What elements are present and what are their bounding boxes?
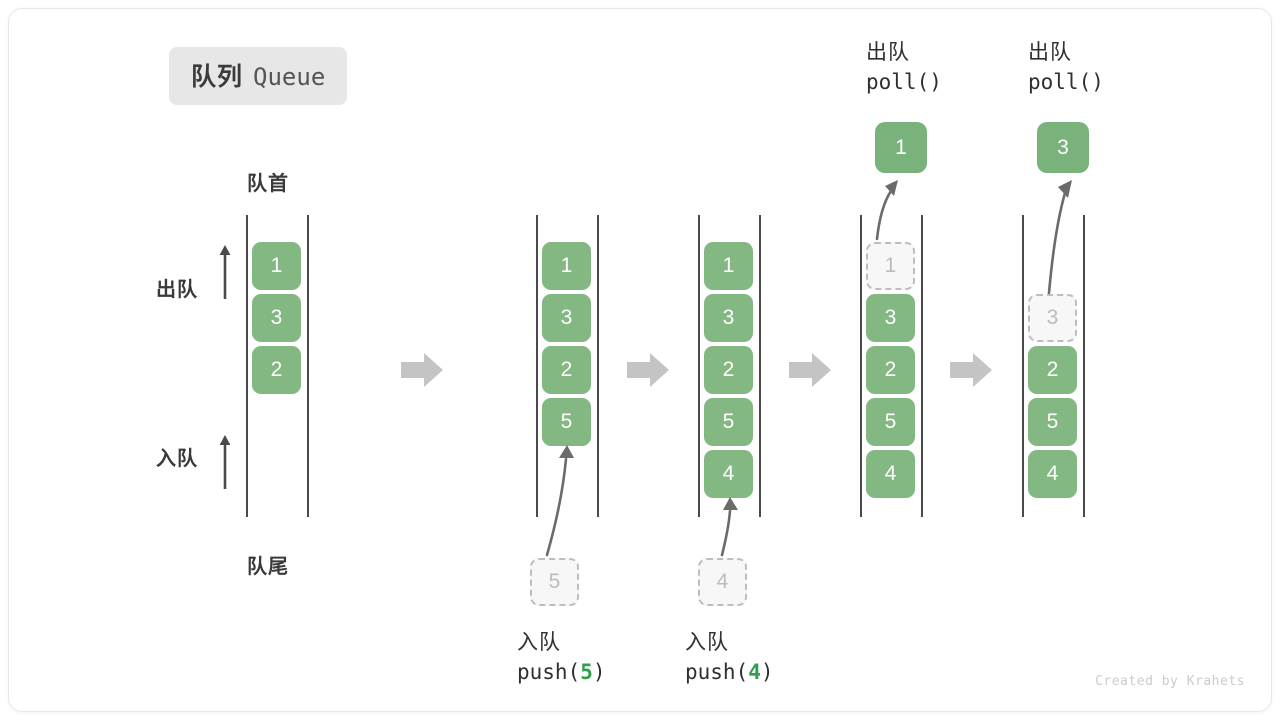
- diagram-card: 队列 Queue 队首 队尾 出队 入队 1 3 2 1 3 2 5 5 入队 …: [8, 8, 1272, 712]
- queue-item-new: 4: [704, 450, 753, 498]
- queue-item: 1: [542, 242, 591, 290]
- queue-item: 5: [704, 398, 753, 446]
- queue-item: 2: [252, 346, 301, 394]
- flow-arrow-icon: [789, 353, 831, 387]
- flow-arrow-icon: [401, 353, 443, 387]
- queue-item: 3: [866, 294, 915, 342]
- incoming-element-ghost: 4: [698, 558, 747, 606]
- operation-name-cn: 出队: [866, 41, 910, 64]
- queue-item: 2: [866, 346, 915, 394]
- diagram-title-badge: 队列 Queue: [169, 47, 348, 105]
- operation-name-cn: 入队: [685, 631, 729, 654]
- removed-element-ghost: 1: [866, 242, 915, 290]
- queue-rail-left-col4: [860, 215, 862, 517]
- enqueue-curve-arrow-icon-col2: [545, 445, 574, 557]
- popped-element: 3: [1037, 122, 1089, 173]
- dequeue-direction-label: 出队: [156, 279, 198, 301]
- queue-item: 5: [1028, 398, 1077, 446]
- queue-rail-left-col3: [698, 215, 700, 517]
- queue-item: 4: [1028, 450, 1077, 498]
- queue-item: 1: [252, 242, 301, 290]
- title-english: Queue: [253, 63, 326, 91]
- queue-rail-left-col2: [536, 215, 538, 517]
- operation-name-cn: 入队: [517, 631, 561, 654]
- queue-item: 1: [704, 242, 753, 290]
- queue-rail-right-col1: [307, 215, 309, 517]
- flow-arrow-icon: [627, 353, 669, 387]
- queue-item: 5: [866, 398, 915, 446]
- operation-caption-poll-3: 出队 poll(): [1028, 39, 1104, 98]
- queue-item: 2: [704, 346, 753, 394]
- enqueue-direction-arrow-icon: [219, 435, 231, 489]
- operation-caption-push-5: 入队 push(5): [517, 629, 606, 688]
- queue-rail-left-col1: [246, 215, 248, 517]
- queue-rail-right-col2: [597, 215, 599, 517]
- flow-arrow-icon: [950, 353, 992, 387]
- queue-item: 4: [866, 450, 915, 498]
- operation-code: push(4): [685, 660, 774, 685]
- operation-name-cn: 出队: [1028, 41, 1072, 64]
- title-chinese: 队列: [191, 63, 244, 91]
- queue-rear-label: 队尾: [247, 556, 289, 578]
- queue-item: 3: [252, 294, 301, 342]
- dequeue-direction-arrow-icon: [219, 245, 231, 299]
- incoming-element-ghost: 5: [530, 558, 579, 606]
- queue-rail-left-col5: [1022, 215, 1024, 517]
- removed-element-ghost: 3: [1028, 294, 1077, 342]
- dequeue-curve-arrow-icon-col4: [875, 180, 898, 241]
- queue-rail-right-col4: [921, 215, 923, 517]
- operation-code: poll(): [866, 70, 942, 95]
- queue-item: 2: [1028, 346, 1077, 394]
- enqueue-curve-arrow-icon-col3: [720, 497, 738, 557]
- operation-caption-push-4: 入队 push(4): [685, 629, 774, 688]
- operation-caption-poll-1: 出队 poll(): [866, 39, 942, 98]
- dequeue-curve-arrow-icon-col5: [1047, 180, 1072, 295]
- enqueue-direction-label: 入队: [156, 448, 198, 470]
- queue-rail-right-col5: [1083, 215, 1085, 517]
- queue-front-label: 队首: [247, 173, 289, 195]
- queue-item: 2: [542, 346, 591, 394]
- credit-text: Created by Krahets: [1095, 674, 1245, 689]
- operation-code: push(5): [517, 660, 606, 685]
- queue-rail-right-col3: [759, 215, 761, 517]
- queue-item: 3: [542, 294, 591, 342]
- popped-element: 1: [875, 122, 927, 173]
- queue-item: 3: [704, 294, 753, 342]
- operation-code: poll(): [1028, 70, 1104, 95]
- queue-item-new: 5: [542, 398, 591, 446]
